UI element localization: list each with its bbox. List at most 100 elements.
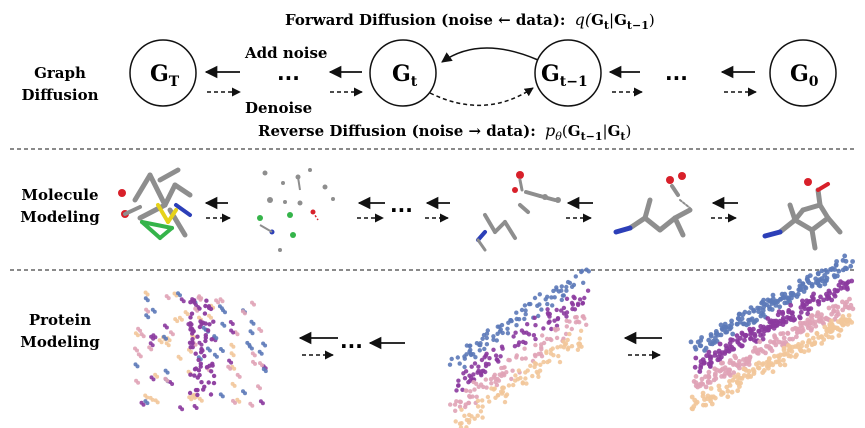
protein-atom	[693, 355, 699, 361]
protein-atom	[706, 369, 712, 375]
protein-atom	[165, 378, 170, 383]
protein-atom	[480, 398, 485, 403]
protein-atom	[250, 331, 255, 336]
protein-atom	[555, 345, 560, 350]
protein-atom	[572, 307, 578, 312]
protein-atom	[482, 346, 487, 352]
protein-atom	[533, 342, 538, 348]
protein-atom	[805, 278, 811, 284]
protein-atom	[513, 378, 518, 383]
protein-atom	[253, 361, 257, 366]
protein-atom	[552, 318, 557, 323]
protein-atom	[815, 270, 821, 276]
protein-atom	[743, 361, 749, 366]
molecule-final	[762, 178, 843, 251]
protein-atom	[511, 382, 516, 388]
protein-atom	[536, 313, 541, 319]
protein-atom	[760, 370, 766, 375]
protein-atom	[834, 309, 840, 315]
protein-atom	[756, 309, 761, 314]
protein-atom	[576, 341, 581, 347]
protein-atom	[573, 320, 579, 325]
protein-atom	[726, 371, 732, 377]
protein-atom	[203, 321, 208, 326]
molecule-noisy	[118, 167, 193, 240]
protein-atom	[825, 316, 831, 322]
protein-atom	[718, 367, 724, 373]
protein-atom	[516, 368, 522, 373]
protein-atom	[202, 353, 207, 359]
molecule-modeling-label-line1: Molecule	[21, 186, 98, 204]
protein-atom	[251, 321, 256, 326]
protein-atom	[700, 390, 706, 396]
protein-atom	[462, 413, 467, 418]
protein-atom	[750, 367, 756, 372]
protein-atom	[523, 308, 528, 313]
protein-atom	[491, 347, 496, 352]
protein-atom	[836, 333, 842, 338]
protein-atom	[512, 344, 518, 349]
protein-atom	[734, 321, 740, 327]
protein-atom	[554, 307, 559, 313]
protein-atom	[237, 374, 242, 379]
protein-atom	[220, 394, 225, 399]
protein-atom	[774, 336, 779, 342]
protein-atom	[237, 399, 242, 404]
protein-atom	[817, 283, 823, 289]
protein-atom	[559, 288, 564, 293]
protein-atom	[811, 291, 816, 297]
protein-atom	[735, 339, 741, 345]
protein-atom	[804, 332, 810, 338]
protein-atom	[455, 355, 460, 360]
svg-text:GT: GT	[150, 61, 180, 90]
protein-atom	[844, 299, 850, 305]
protein-atom	[544, 349, 549, 354]
protein-atom	[554, 335, 560, 341]
protein-modeling-section: Protein Modeling ...	[20, 253, 856, 428]
reverse-diffusion-text: Reverse Diffusion (noise → data):	[258, 122, 536, 140]
protein-atom	[797, 314, 802, 320]
protein-atom	[195, 392, 200, 398]
protein-atom	[232, 366, 237, 371]
protein-atom	[203, 335, 208, 340]
protein-atom	[706, 349, 712, 355]
protein-atom	[798, 309, 804, 315]
protein-atom	[263, 343, 268, 348]
protein-atom	[762, 326, 768, 332]
molecule-modeling-section: Molecule Modeling	[20, 167, 843, 252]
protein-atom	[760, 362, 765, 367]
protein-atom	[468, 352, 474, 358]
protein-atom	[814, 313, 819, 319]
protein-atom	[506, 383, 512, 388]
protein-atom	[477, 342, 482, 348]
protein-atom	[729, 318, 734, 324]
protein-atom	[499, 373, 504, 379]
graph-diffusion-section: Graph Diffusion Forward Diffusion (noise…	[22, 10, 837, 143]
protein-atom	[207, 322, 212, 327]
protein-atom	[579, 268, 585, 274]
protein-atom	[487, 356, 492, 361]
protein-atom	[735, 316, 741, 322]
protein-atom	[697, 369, 703, 374]
protein-atom	[502, 399, 508, 405]
protein-atom	[509, 318, 514, 324]
protein-atom	[209, 337, 214, 342]
protein-atom	[564, 314, 569, 319]
protein-atom	[480, 336, 485, 341]
protein-atom	[836, 282, 842, 288]
protein-atom	[761, 304, 766, 310]
protein-atom	[209, 315, 213, 320]
protein-atom	[473, 355, 478, 360]
protein-atom	[185, 312, 190, 317]
protein-atom	[175, 319, 180, 324]
protein-atom	[547, 319, 552, 324]
protein-atom	[751, 337, 757, 343]
protein-atom	[480, 415, 485, 420]
protein-atom	[457, 361, 462, 366]
protein-atom	[836, 268, 842, 274]
protein-atom	[561, 339, 566, 344]
protein-atom	[833, 303, 839, 309]
protein-atom	[231, 353, 236, 358]
protein-atom	[813, 319, 818, 325]
protein-atom	[478, 382, 484, 387]
